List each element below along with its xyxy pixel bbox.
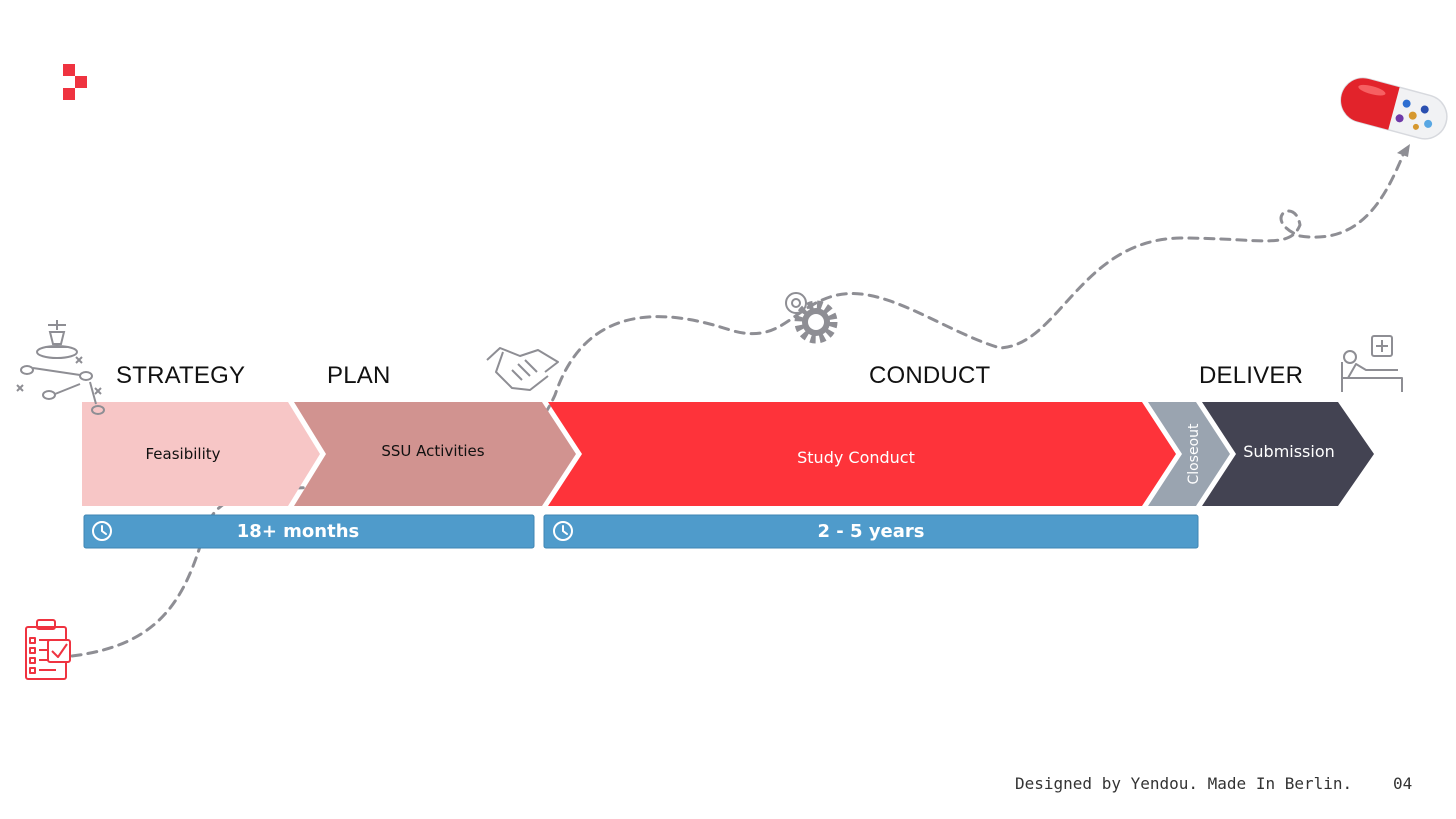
duration-bar-2-5-years xyxy=(543,514,1199,549)
step-label-ssu-activities: SSU Activities xyxy=(381,442,484,460)
phase-title-deliver: DELIVER xyxy=(1199,362,1304,389)
clock-icon xyxy=(553,521,573,541)
duration-label-2-5-years: 2 - 5 years xyxy=(818,521,925,542)
phase-title-plan: PLAN xyxy=(327,362,391,389)
clock-icon xyxy=(92,521,112,541)
step-submission[interactable] xyxy=(1202,402,1374,506)
pill-capsule-icon xyxy=(1340,77,1448,140)
phase-title-conduct: CONDUCT xyxy=(869,362,991,389)
duration-label-18-months: 18+ months xyxy=(237,521,359,542)
footer-credit: Designed by Yendou. Made In Berlin. xyxy=(1015,774,1353,793)
duration-bar-18-months xyxy=(83,514,535,549)
checklist-clipboard-icon xyxy=(25,619,71,680)
gear-icon xyxy=(785,292,838,344)
step-ssu-activities[interactable] xyxy=(294,402,576,506)
step-label-closeout: Closeout xyxy=(1186,423,1202,485)
path-arrowhead xyxy=(1397,144,1410,157)
step-feasibility[interactable] xyxy=(82,402,320,506)
logo-icon xyxy=(63,64,87,100)
page-number: 04 xyxy=(1393,774,1413,793)
step-label-study-conduct: Study Conduct xyxy=(797,448,915,467)
chess-strategy-icon xyxy=(16,320,105,415)
hospital-bed-icon xyxy=(1341,335,1403,392)
step-label-submission: Submission xyxy=(1243,442,1335,461)
step-closeout[interactable] xyxy=(1148,402,1230,506)
handshake-icon xyxy=(486,347,559,391)
phase-title-strategy: STRATEGY xyxy=(116,362,246,389)
step-study-conduct[interactable] xyxy=(548,402,1176,506)
step-label-feasibility: Feasibility xyxy=(146,445,221,463)
